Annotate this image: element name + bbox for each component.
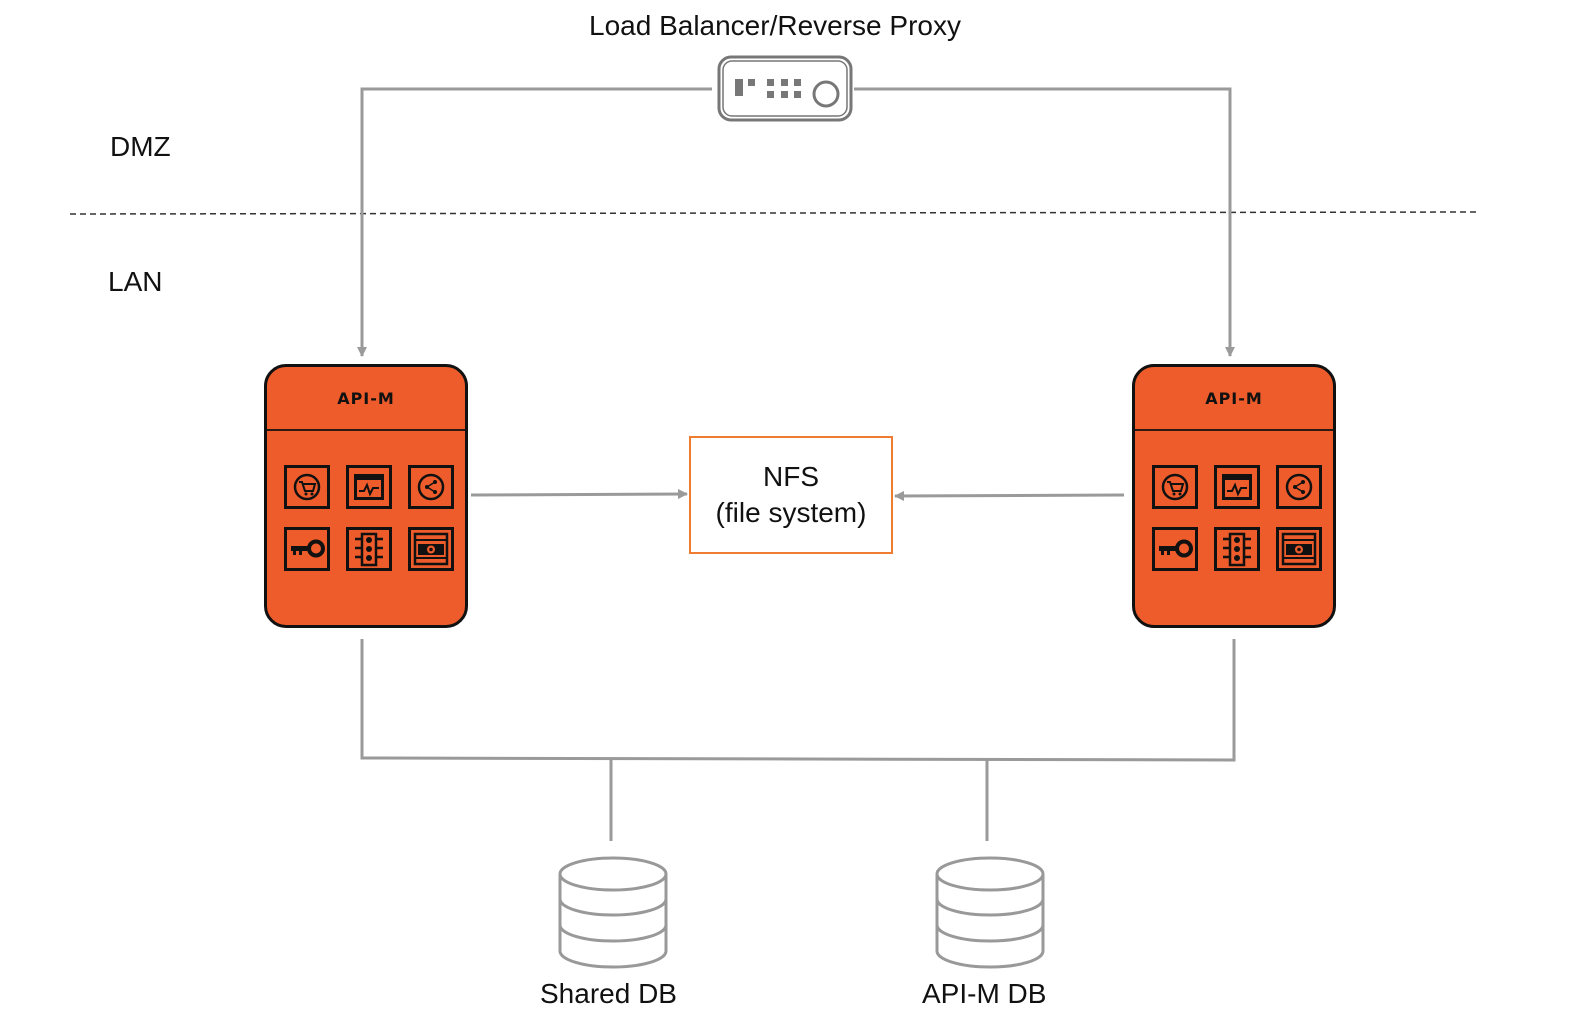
load-balancer-icon [717,55,853,122]
server-rack-icon [408,527,454,571]
shared-db-label: Shared DB [540,978,677,1009]
lb-connector-left [360,87,712,352]
nfs-connector-right [894,490,1125,501]
traffic-light-icon [1214,527,1260,571]
node-label: API-M [267,367,465,431]
db-bus [360,639,1236,841]
node-label: API-M [1135,367,1333,431]
shared-db-icon [558,856,668,969]
key-icon [284,527,330,571]
monitor-chart-icon [1214,465,1260,509]
apim-db-label: API-M DB [922,978,1047,1009]
page-title: Load Balancer/Reverse Proxy [589,10,961,41]
share-icon [1276,465,1322,509]
monitor-chart-icon [346,465,392,509]
share-icon [408,465,454,509]
apim-db-icon [935,856,1045,969]
cart-icon [1152,465,1198,509]
node-icon-grid [284,465,454,575]
zone-label-dmz: DMZ [110,131,171,162]
nfs-title: NFS [763,461,819,492]
api-m-node-right[interactable]: API-M [1132,364,1336,628]
key-icon [1152,527,1198,571]
traffic-light-icon [346,527,392,571]
node-icon-grid [1152,465,1322,575]
zone-divider [69,211,1479,215]
server-rack-icon [1276,527,1322,571]
nfs-connector-left [470,489,688,500]
api-m-node-left[interactable]: API-M [264,364,468,628]
lb-connector-right [854,87,1232,352]
zone-label-lan: LAN [108,266,163,297]
cart-icon [284,465,330,509]
nfs-subtitle: (file system) [715,497,867,528]
nfs-box[interactable]: NFS (file system) [689,436,893,554]
